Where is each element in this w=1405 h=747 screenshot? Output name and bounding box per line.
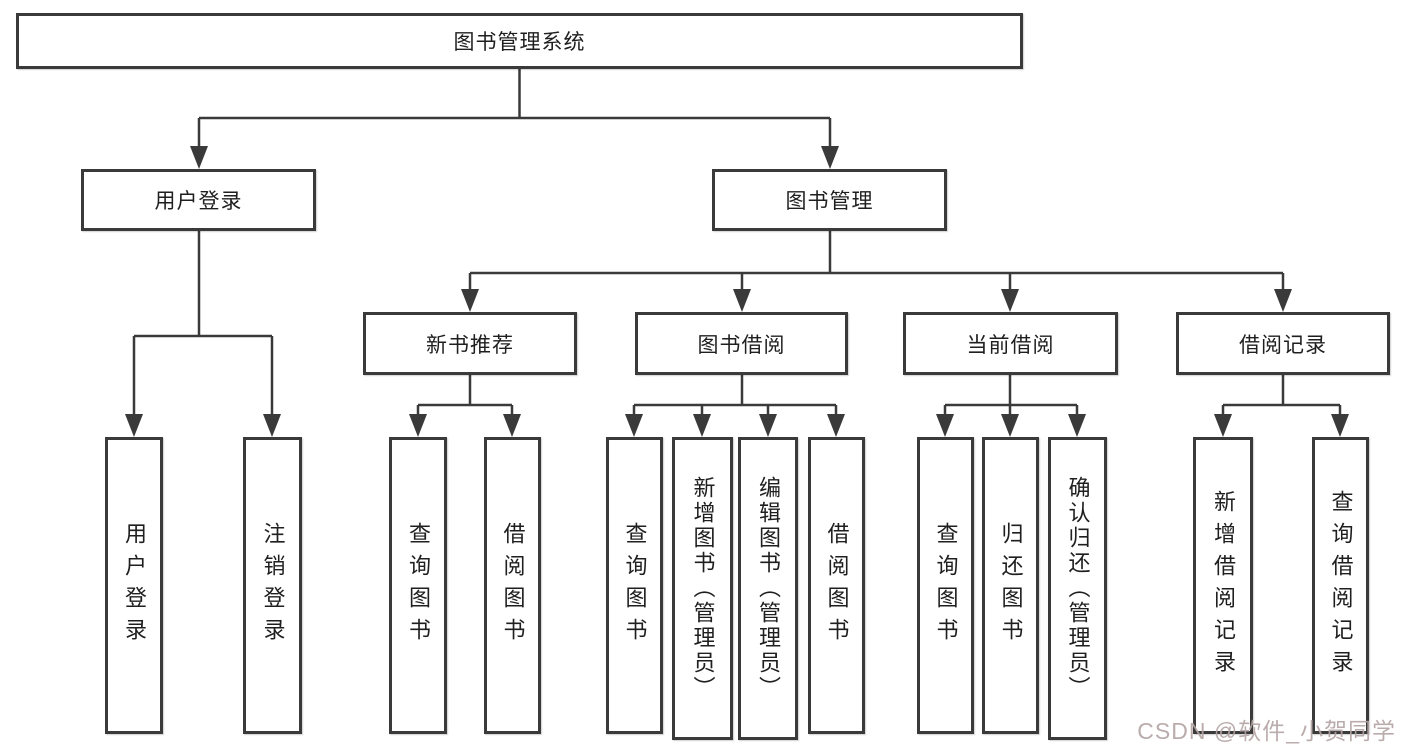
node-label: 注销登录 (260, 521, 286, 650)
node-borrowing-records: 借阅记录 (1176, 312, 1390, 375)
node-label: 编辑图书（管理员） (756, 476, 781, 701)
node-label: 新增图书（管理员） (690, 476, 716, 701)
csdn-watermark: CSDN @软件_小贺同学 (1137, 718, 1396, 744)
node-label: 查询借阅记录 (1328, 489, 1354, 682)
node-user-login-group: 用户登录 (81, 169, 316, 231)
node-logout: 注销登录 (243, 437, 302, 734)
node-borrow-books: 借阅图书 (808, 437, 865, 734)
node-query-borrow-record: 查询借阅记录 (1312, 437, 1369, 734)
node-label: 借阅图书 (500, 521, 526, 650)
node-query-books-recommend: 查询图书 (389, 437, 447, 734)
node-current-borrowing: 当前借阅 (903, 312, 1118, 375)
node-label: 新增借阅记录 (1211, 489, 1236, 682)
node-label: 用户登录 (122, 521, 147, 650)
node-new-book-recommendation: 新书推荐 (363, 312, 577, 375)
node-book-management: 图书管理 (712, 169, 947, 231)
node-label: 查询图书 (406, 521, 431, 650)
node-add-books-admin: 新增图书（管理员） (672, 437, 733, 740)
node-add-borrow-record: 新增借阅记录 (1193, 437, 1253, 734)
node-query-books-current: 查询图书 (917, 437, 974, 734)
node-label: 借阅图书 (824, 521, 850, 650)
node-edit-books-admin: 编辑图书（管理员） (738, 437, 798, 740)
node-book-borrowing: 图书借阅 (635, 312, 848, 375)
node-library-management-system: 图书管理系统 (16, 13, 1023, 69)
node-return-books: 归还图书 (982, 437, 1039, 734)
node-label: 归还图书 (998, 521, 1024, 650)
node-user-login: 用户登录 (105, 437, 163, 734)
node-query-books-borrowing: 查询图书 (606, 437, 663, 734)
node-label: 查询图书 (933, 521, 959, 650)
node-confirm-return-admin: 确认归还（管理员） (1048, 437, 1107, 740)
node-borrow-books-recommend: 借阅图书 (484, 437, 541, 734)
node-label: 查询图书 (622, 521, 648, 650)
node-label: 确认归还（管理员） (1065, 476, 1091, 701)
